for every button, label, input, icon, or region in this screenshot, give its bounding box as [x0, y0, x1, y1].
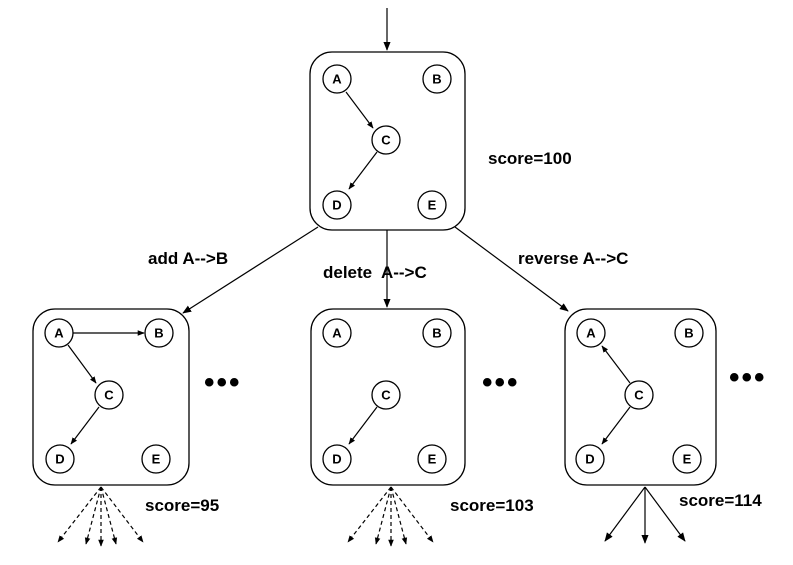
child1-score: score=95 [145, 496, 219, 515]
edge-reverse [454, 226, 569, 312]
root-node-e [417, 190, 447, 220]
child2-branch-1 [347, 486, 392, 543]
child1-node-a-label: A [54, 326, 64, 341]
child2-node-e [417, 444, 447, 474]
op-label-add: add A-->B [148, 249, 228, 268]
child2-branch-5 [390, 486, 434, 543]
child1-node-e-label: E [152, 452, 161, 467]
child3-continuation: ••• [729, 361, 767, 394]
child2-node-d [322, 444, 352, 474]
root-node-e-label: E [428, 198, 437, 213]
child2-branch-4 [390, 486, 408, 545]
root-node-c [371, 125, 401, 155]
child3-branch-1 [604, 486, 646, 542]
child1-edge-a-c [67, 344, 97, 384]
child1-edge-c-d [70, 406, 100, 445]
child3-node-c-label: C [634, 388, 644, 403]
edge-add [182, 226, 319, 314]
child-network-delete: A B C D E [310, 308, 466, 486]
child1-branch-2 [84, 486, 102, 545]
child1-node-a [44, 318, 74, 348]
child1-node-d-label: D [55, 452, 64, 467]
op-label-delete: delete A-->C [323, 263, 427, 282]
child2-continuation: ••• [482, 366, 520, 399]
child3-edge-c-a [601, 345, 631, 384]
child3-score: score=114 [679, 491, 762, 510]
root-node-b-label: B [432, 72, 441, 87]
root-score: score=100 [488, 149, 572, 168]
child3-branch-3 [644, 486, 686, 542]
root-node-d-label: D [332, 198, 341, 213]
root-node-a-label: A [332, 72, 342, 87]
child2-node-d-label: D [332, 452, 341, 467]
child1-node-b-label: B [154, 326, 163, 341]
child1-continuation: ••• [204, 366, 242, 399]
root-node-b [422, 64, 452, 94]
child2-node-b [422, 318, 452, 348]
root-edge-c-d [348, 151, 378, 190]
child1-branch-1 [57, 486, 102, 543]
child-network-reverse: A B C D E [564, 308, 717, 486]
root-node-d [322, 190, 352, 220]
child2-node-e-label: E [428, 452, 437, 467]
op-label-reverse: reverse A-->C [518, 249, 628, 268]
child1-node-d [45, 444, 75, 474]
child3-node-d-label: D [585, 452, 594, 467]
child2-score: score=103 [450, 496, 534, 515]
child2-node-a [322, 318, 352, 348]
root-edge-a-c [345, 91, 374, 129]
child2-node-b-label: B [432, 326, 441, 341]
child3-node-e-label: E [683, 452, 692, 467]
child3-node-b [674, 318, 704, 348]
child3-node-d [575, 444, 605, 474]
root-node-c-label: C [381, 133, 391, 148]
child3-node-e [672, 444, 702, 474]
child3-node-a-label: A [586, 326, 596, 341]
child2-edge-c-d [348, 406, 378, 445]
child1-node-c-label: C [104, 388, 114, 403]
child3-node-b-label: B [684, 326, 693, 341]
child3-solid-branches [604, 486, 686, 544]
child3-node-c [624, 380, 654, 410]
child2-dashed-branches [347, 486, 434, 547]
child-network-add: A B C D E [32, 308, 190, 486]
child1-branch-4 [100, 486, 118, 545]
child2-node-c-label: C [381, 388, 391, 403]
child1-node-e [141, 444, 171, 474]
root-node-a [322, 64, 352, 94]
child1-branch-5 [100, 486, 144, 543]
child2-branch-2 [374, 486, 392, 545]
child2-node-a-label: A [332, 326, 342, 341]
child1-node-b [144, 318, 174, 348]
child3-edge-c-d [601, 406, 631, 445]
child1-node-c [94, 380, 124, 410]
child1-dashed-branches [57, 486, 144, 547]
child3-node-a [576, 318, 606, 348]
root-network: A B C D E [309, 51, 466, 231]
child2-node-c [371, 380, 401, 410]
